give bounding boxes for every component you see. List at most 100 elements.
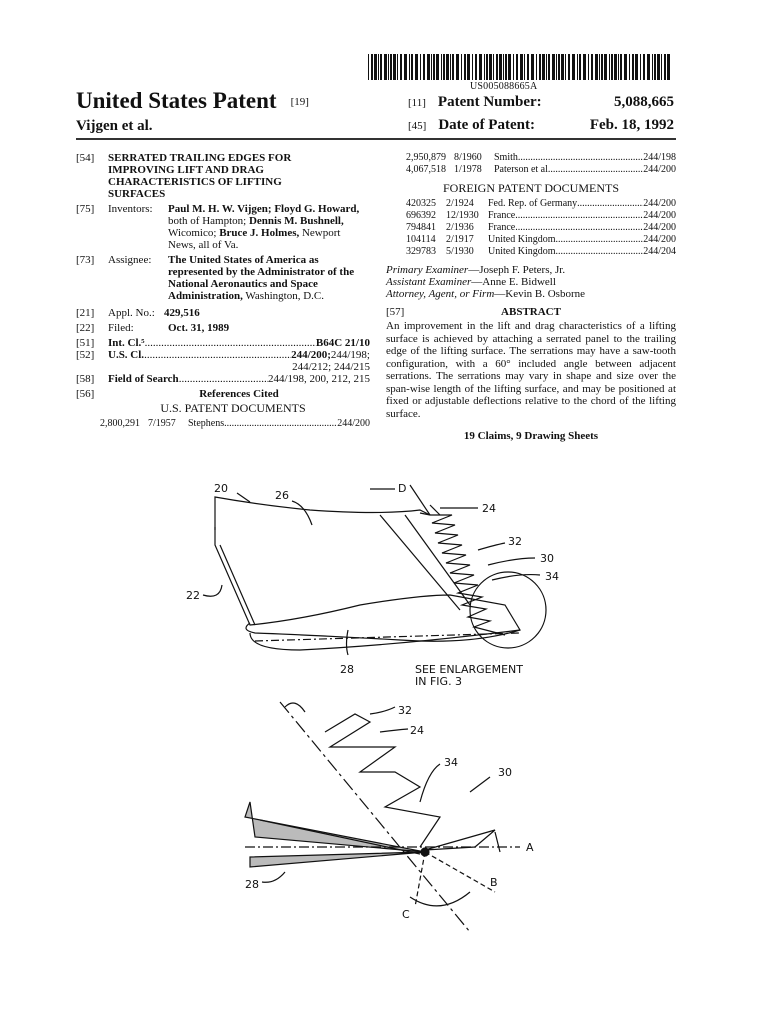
- barcode-bar: [624, 54, 627, 80]
- ref-class: 244/200: [337, 418, 370, 429]
- ref-name: France: [488, 222, 516, 233]
- field-code: [22]: [76, 322, 95, 334]
- barcode-bar: [479, 54, 482, 80]
- attorney-label: Attorney, Agent, or Firm: [386, 288, 495, 300]
- barcode-bar: [524, 54, 525, 80]
- inventor-name: Bruce J. Holmes,: [219, 227, 300, 239]
- field-label: U.S. Cl.: [108, 349, 145, 361]
- patent-number-row: [11]Patent Number: 5,088,665: [408, 94, 674, 111]
- search-value: 244/198, 200, 212, 215: [267, 373, 370, 385]
- field-label: Appl. No.:: [108, 307, 155, 319]
- label-30: 30: [498, 766, 512, 779]
- barcode-bar: [588, 54, 589, 80]
- barcode-bar: [635, 54, 638, 80]
- barcode-bar: [508, 54, 511, 80]
- label-22: 22: [186, 589, 200, 602]
- hinge-point: [420, 847, 430, 857]
- barcode-bar: [661, 54, 662, 80]
- hinge-axis: [279, 701, 471, 933]
- date-code: [45]: [408, 120, 427, 132]
- ref-class: 244/200: [643, 210, 676, 221]
- title-text: United States Patent: [76, 88, 277, 113]
- barcode-bar: [548, 54, 550, 80]
- enlargement-note-ref: IN FIG. 3: [415, 675, 462, 688]
- dimension-line: [429, 504, 441, 516]
- ref-name: Paterson et al.: [494, 164, 551, 175]
- enlargement-note: SEE ENLARGEMENT: [415, 663, 523, 676]
- primary-examiner-label: Primary Examiner: [386, 264, 469, 276]
- barcode-bar: [542, 54, 545, 80]
- barcode-bar: [368, 54, 369, 80]
- barcode-bar: [404, 54, 407, 80]
- barcode-bar: [657, 54, 660, 80]
- leader-32: [477, 542, 506, 551]
- field-label: Inventors:: [108, 203, 153, 215]
- invention-title: SERRATED TRAILING EDGES FOR IMPROVING LI…: [108, 152, 292, 200]
- barcode-bar: [378, 54, 379, 80]
- barcode-bar: [546, 54, 547, 80]
- abstract-heading: ABSTRACT: [501, 306, 561, 318]
- barcode-bar: [496, 54, 498, 80]
- barcode-bar: [499, 54, 502, 80]
- barcode-bar: [484, 54, 485, 80]
- uscl-value: 244/198;: [330, 349, 370, 361]
- deflection-line: [424, 851, 496, 893]
- barcode-bar: [652, 54, 653, 80]
- assistant-examiner: —Anne E. Bidwell: [471, 276, 556, 288]
- appl-no: 429,516: [164, 307, 200, 319]
- label-26: 26: [275, 489, 289, 502]
- filed-date: Oct. 31, 1989: [168, 322, 230, 334]
- field-code: [51]: [76, 337, 95, 349]
- filed-field: [22] Filed: Oct. 31, 1989: [76, 322, 370, 334]
- dimension-line: [409, 484, 431, 516]
- serrations: [419, 512, 506, 636]
- ref-date: 2/1924: [446, 198, 474, 209]
- inventor-place: both of Hampton;: [168, 215, 249, 227]
- barcode-bar: [558, 54, 560, 80]
- ref-date: 2/1917: [446, 234, 474, 245]
- refs-field: [56] References Cited: [76, 388, 370, 400]
- leader-28: [261, 871, 286, 883]
- label-34: 34: [545, 570, 559, 583]
- right-column: 2,950,8798/1960Smith244/1984,067,5181/19…: [386, 152, 676, 442]
- barcode-bar: [390, 54, 392, 80]
- inventor-name: Dennis M. Bushnell,: [248, 215, 344, 227]
- leader-30: [469, 776, 491, 793]
- barcode-bar: [536, 54, 537, 80]
- barcode-bar: [384, 54, 387, 80]
- angle-a-marker: [494, 831, 501, 853]
- uscl-field: [52] U.S. Cl.244/200; 244/198; 244/212; …: [76, 349, 370, 373]
- barcode-bar: [556, 54, 557, 80]
- barcode-bar: [552, 54, 555, 80]
- barcode-bar: [450, 54, 451, 80]
- barcode-bar: [611, 54, 613, 80]
- field-label: Int. Cl.⁵: [108, 337, 145, 349]
- barcode-bar: [527, 54, 529, 80]
- figure-1: 20 26 D 24 32 30 34 22 28 SEE ENLARGEMEN…: [186, 482, 559, 688]
- barcode-bar: [486, 54, 488, 80]
- label-24: 24: [482, 502, 496, 515]
- wing-lower-edge: [249, 629, 521, 651]
- upper-line: [259, 819, 421, 855]
- barcode-bar: [420, 54, 421, 80]
- barcode-bar: [415, 54, 418, 80]
- ref-date: 7/1957: [148, 418, 176, 429]
- ref-date: 5/1930: [446, 246, 474, 257]
- ref-name: United Kingdom: [488, 234, 556, 245]
- assignee-field: [73] Assignee: The United States of Amer…: [76, 254, 370, 302]
- us-docs-heading: U.S. PATENT DOCUMENTS: [160, 401, 306, 415]
- barcode-bar: [456, 54, 459, 80]
- barcode-bar: [461, 54, 462, 80]
- barcode-bar: [595, 54, 598, 80]
- label-28: 28: [340, 663, 354, 676]
- barcode-bar: [531, 54, 534, 80]
- ref-name: France: [488, 210, 516, 221]
- barcode-bar: [397, 54, 398, 80]
- label-a: A: [526, 841, 534, 854]
- inventor-name: Paul M. H. W. Vijgen; Floyd G. Howard,: [168, 203, 360, 215]
- barcode-bar: [505, 54, 507, 80]
- barcode-bar: [577, 54, 578, 80]
